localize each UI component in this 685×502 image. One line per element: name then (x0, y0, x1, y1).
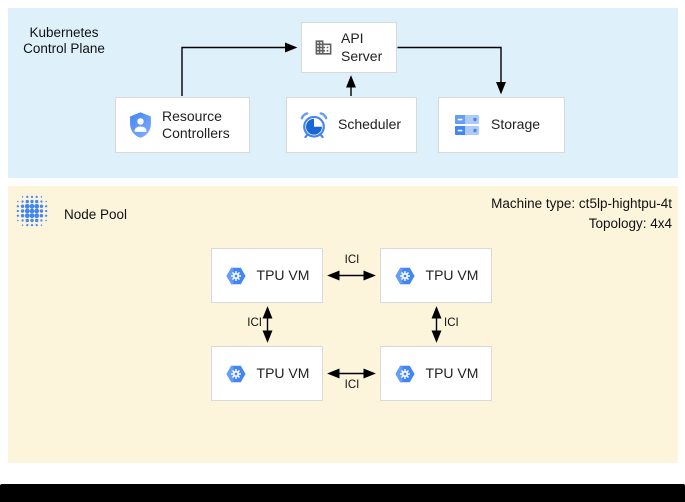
storage-label: Storage (491, 116, 541, 133)
resource-controllers-box: Resource Controllers (115, 97, 250, 153)
tpu-vm-label: TPU VM (425, 364, 479, 381)
bottom-black-bar (0, 484, 685, 502)
gke-hexagon-gear-icon (394, 265, 416, 287)
shield-user-icon (128, 111, 153, 139)
storage-stack-icon (453, 113, 481, 137)
tpu-vm-box-bottom-right: TPU VM (380, 346, 492, 401)
node-pool-panel (8, 186, 678, 463)
alarm-clock-icon (299, 111, 329, 140)
tpu-vm-label: TPU VM (256, 266, 310, 283)
gke-hexagon-gear-icon (225, 265, 247, 287)
ici-label-bottom: ICI (344, 379, 360, 391)
control-plane-title: Kubernetes Control Plane (13, 25, 115, 58)
ici-label-left: ICI (247, 317, 262, 329)
tpu-vm-box-top-right: TPU VM (380, 248, 492, 303)
machine-info: Machine type: ct5lp-hightpu-4t Topology:… (491, 194, 672, 233)
control-plane-title-line2: Control Plane (23, 41, 105, 57)
gke-hexagon-gear-icon (225, 363, 247, 385)
tpu-vm-box-bottom-left: TPU VM (211, 346, 323, 401)
tpu-vm-label: TPU VM (425, 266, 479, 283)
tpu-vm-box-top-left: TPU VM (211, 248, 323, 303)
dot-cluster-icon (15, 194, 49, 228)
storage-box: Storage (438, 97, 565, 153)
scheduler-label: Scheduler (338, 116, 402, 133)
api-server-label: API Server (341, 30, 383, 64)
building-icon (314, 38, 333, 57)
control-plane-title-line1: Kubernetes (29, 25, 99, 40)
scheduler-box: Scheduler (286, 97, 417, 153)
ici-label-top: ICI (344, 254, 360, 266)
gke-hexagon-gear-icon (394, 363, 416, 385)
api-server-box: API Server (301, 22, 397, 73)
node-pool-title: Node Pool (64, 207, 128, 222)
tpu-vm-label: TPU VM (256, 364, 310, 381)
machine-type-text: Machine type: ct5lp-hightpu-4t (491, 196, 672, 211)
ici-label-right: ICI (444, 317, 459, 329)
resource-controllers-label: Resource Controllers (162, 107, 230, 142)
topology-text: Topology: 4x4 (588, 215, 672, 231)
